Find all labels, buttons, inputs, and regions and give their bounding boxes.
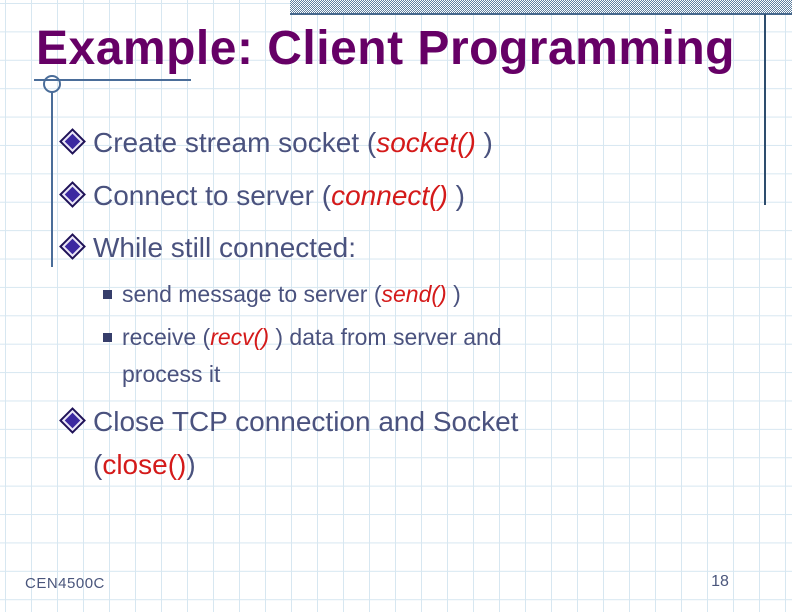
footer-course-code: CEN4500C (25, 575, 105, 592)
bullet-text: send message to server (send() ) (122, 281, 461, 307)
bullet-text: Create stream socket (socket() ) (93, 127, 493, 158)
sub-bullet-item: receive (recv() ) data from server and p… (103, 319, 502, 393)
code-snippet: send() (381, 281, 447, 307)
bullet-item: Close TCP connection and Socket (close()… (61, 400, 519, 486)
page-number: 18 (711, 573, 729, 590)
top-dither-bar (290, 0, 792, 15)
sub-bullet-item: send message to server (send() ) (103, 276, 461, 313)
square-bullet-icon (103, 333, 112, 342)
diamond-bullet-icon (61, 409, 84, 432)
square-bullet-icon (103, 290, 112, 299)
code-snippet: close() (102, 449, 187, 480)
bullet-item: While still connected: (61, 226, 357, 269)
bullet-text: Connect to server (connect() ) (93, 180, 465, 211)
code-snippet: socket() (376, 127, 476, 158)
bullet-text: While still connected: (93, 232, 357, 263)
page-title: Example: Client Programming (36, 22, 735, 75)
code-snippet: recv() (210, 324, 269, 350)
diamond-bullet-icon (61, 235, 84, 258)
right-accent-line (764, 14, 766, 205)
left-accent-line (51, 92, 53, 267)
title-underline (34, 79, 191, 81)
bullet-text: receive (recv() ) data from server and p… (122, 324, 502, 387)
bullet-item: Connect to server (connect() ) (61, 174, 465, 217)
bullet-text: Close TCP connection and Socket (close()… (93, 406, 519, 480)
code-snippet: connect() (331, 180, 448, 211)
diamond-bullet-icon (61, 183, 84, 206)
bullet-item: Create stream socket (socket() ) (61, 121, 493, 164)
diamond-bullet-icon (61, 130, 84, 153)
